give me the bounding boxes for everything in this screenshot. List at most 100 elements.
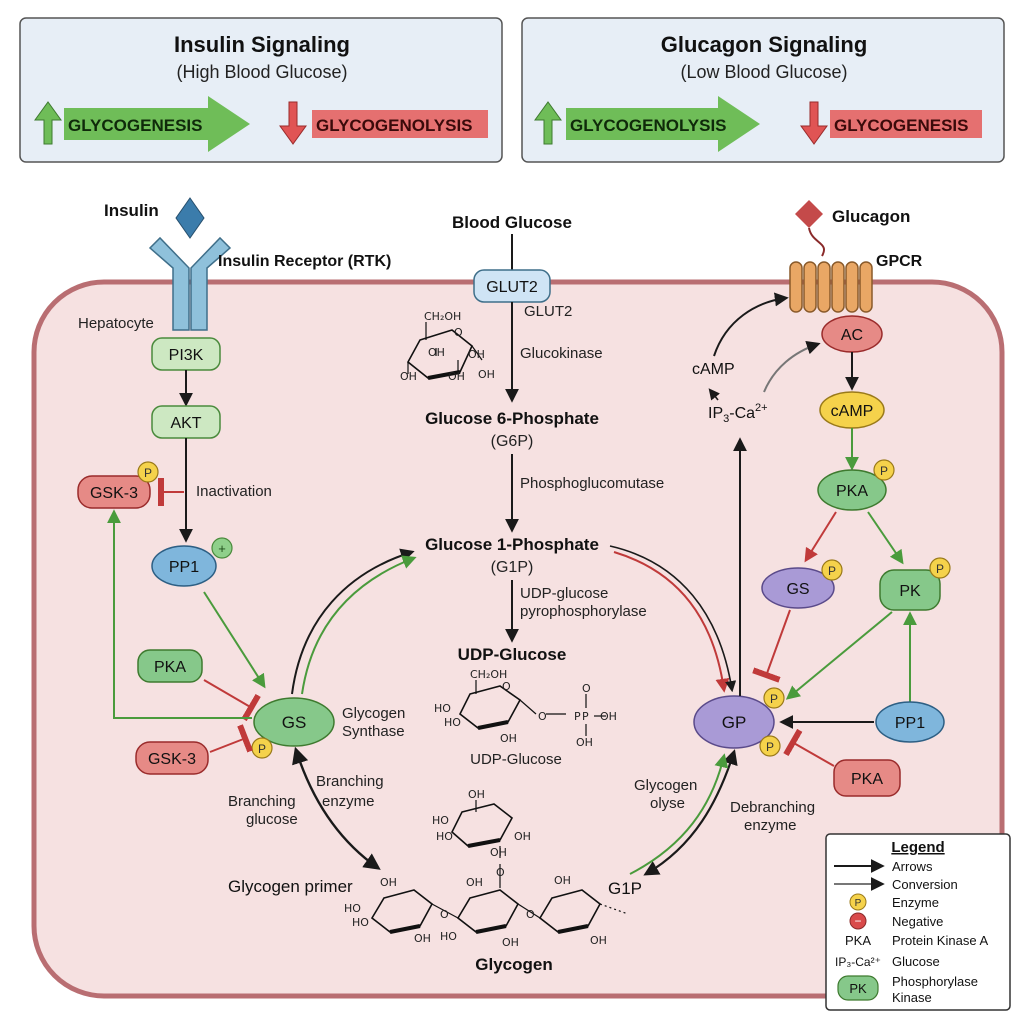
arrow-g1p-to-gs-black — [291, 548, 415, 695]
legend: Legend Arrows Conversion P Enzyme − Nega… — [825, 833, 1011, 1011]
insulin-panel: Insulin Signaling (High Blood Glucose) G… — [19, 17, 503, 163]
chem-ho: HO — [444, 716, 461, 729]
pi3k-label: PI3K — [169, 347, 204, 364]
pp1-left-node: PP1 + — [151, 537, 233, 587]
udp-enzyme-label-2: pyrophosphorylase — [520, 603, 647, 620]
pp1-left-label: PP1 — [169, 559, 199, 576]
udp-glucose-structure: CH₂OH O HO HO OH O P O P OH OH — [434, 668, 617, 749]
chem-oh: OH — [468, 788, 485, 801]
arrow-camp-to-gpcr — [713, 292, 789, 357]
ip3-text: IP — [708, 405, 723, 422]
chem-oh: OH — [590, 934, 607, 947]
chem-p: P — [582, 710, 589, 723]
udp-glucose-title: UDP-Glucose — [458, 645, 567, 664]
branching-enzyme-label-2: enzyme — [322, 793, 375, 810]
chem-oh: OH — [466, 876, 483, 889]
phospho-badge-icon — [929, 557, 951, 579]
gp-label: GP — [722, 713, 747, 732]
badge-p: P — [766, 740, 774, 754]
inhibit-gsk3-gs — [209, 724, 253, 753]
hepatocyte-label: Hepatocyte — [78, 315, 154, 332]
gs-right-node: GS P — [761, 559, 843, 609]
branching-glucose-label-2: glucose — [246, 811, 298, 828]
arrow-pk-to-gp — [785, 611, 893, 700]
chem-o: O — [496, 866, 505, 879]
phospho-badge-icon — [821, 559, 843, 581]
chem-oh: OH — [600, 710, 617, 723]
pka-bottom-node: PKA — [833, 759, 901, 797]
pp1-right-label: PP1 — [895, 715, 925, 732]
glucagon-panel-subtitle: (Low Blood Glucose) — [680, 62, 847, 82]
chem-oh: OH — [400, 370, 417, 383]
chem-oh: OH — [514, 830, 531, 843]
insulin-receptor-label: Insulin Receptor (RTK) — [218, 253, 391, 270]
chem-oh: OH — [502, 936, 519, 949]
gpcr-label: GPCR — [876, 253, 923, 270]
phosphoglucomutase-label: Phosphoglucomutase — [520, 475, 664, 492]
udp-enzyme-label-1: UDP-glucose — [520, 585, 608, 602]
glycogen-synthase-label-1: Glycogen — [342, 705, 405, 722]
chem-o: O — [582, 682, 591, 695]
chem-o: O — [502, 680, 511, 693]
pka-right-node: PKA P — [817, 459, 895, 511]
chem-p: P — [574, 710, 581, 723]
ac-label: AC — [841, 327, 863, 344]
legend-arrows-label: Arrows — [892, 859, 933, 874]
ac-node: AC — [821, 315, 883, 353]
legend-enzyme-label: Enzyme — [892, 895, 939, 910]
up-arrow-icon — [34, 101, 62, 145]
inactivation-label: Inactivation — [196, 483, 272, 500]
camp-right-node: cAMP — [819, 391, 885, 429]
gsk3-top-node: GSK-3 P — [77, 461, 159, 509]
chem-oh: OH — [428, 346, 445, 359]
plus-badge-icon — [211, 537, 233, 559]
arrow-g1p-to-gp-red — [613, 551, 730, 693]
g6p-label: Glucose 6-Phosphate — [425, 409, 599, 428]
arrow-ip3-to-ac — [763, 340, 821, 393]
pka-right-label: PKA — [836, 483, 868, 500]
legend-pka-label: Protein Kinase A — [892, 933, 988, 948]
g1p-abbr: (G1P) — [491, 559, 534, 576]
glucagon-panel: Glucagon Signaling (Low Blood Glucose) G… — [521, 17, 1005, 163]
legend-pk-icon — [837, 975, 879, 1001]
insulin-diamond-icon — [175, 197, 205, 239]
arrow-gs-to-g1p-green — [301, 555, 417, 695]
glycogen-synthase-label-2: Synthase — [342, 723, 405, 740]
legend-pka-symbol: PKA — [845, 933, 871, 948]
pka-left-node: PKA — [137, 649, 203, 683]
camp-right-label: cAMP — [831, 403, 874, 420]
arrow-pka-to-pk — [867, 511, 904, 565]
pka-left-label: PKA — [154, 659, 186, 676]
green-banner-arrow — [64, 96, 250, 152]
pka-bottom-label: PKA — [851, 771, 883, 788]
chem-o: O — [440, 908, 449, 921]
badge-p: P — [258, 742, 266, 756]
pi3k-node: PI3K — [151, 337, 221, 371]
red-banner — [312, 110, 488, 138]
insulin-label: Insulin — [104, 201, 159, 220]
chem-oh: OH — [380, 876, 397, 889]
gs-right-label: GS — [786, 581, 809, 598]
legend-enzyme-symbol: P — [855, 898, 862, 909]
chem-ho: HO — [436, 830, 453, 843]
chem-ho: HO — [440, 930, 457, 943]
ip3-ca: -Ca — [729, 405, 755, 422]
glycogen-olyse-label-2: olyse — [650, 795, 685, 812]
chem-o: O — [538, 710, 547, 723]
insulin-up-label: GLYCOGENESIS — [68, 116, 202, 135]
inhibit-pka-gs-right — [804, 511, 837, 563]
red-banner — [830, 110, 982, 138]
legend-enzyme-icon — [849, 893, 867, 911]
ip3-superscript: 2+ — [755, 402, 768, 414]
glucagon-label: Glucagon — [832, 207, 910, 226]
insulin-panel-title: Insulin Signaling — [174, 32, 350, 57]
badge-p: P — [770, 692, 778, 706]
chem-oh: OH — [478, 368, 495, 381]
gpcr-receptor — [789, 200, 873, 313]
branch-glucose-structure: OH HO HO OH OH O — [432, 788, 531, 888]
glucagon-up-label: GLYCOGENOLYSIS — [570, 116, 727, 135]
akt-label: AKT — [170, 415, 201, 432]
chem-oh: OH — [500, 732, 517, 745]
badge-p: P — [144, 466, 152, 480]
